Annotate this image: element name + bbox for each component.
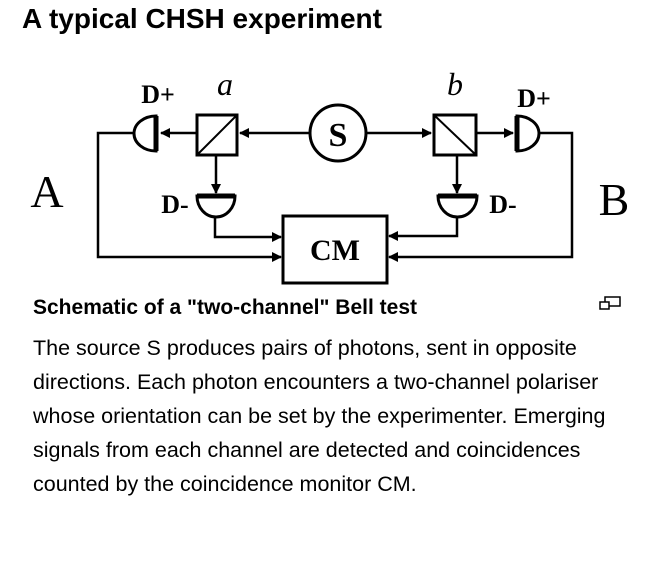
caption-heading: Schematic of a "two-channel" Bell test [33,296,417,319]
page-title: A typical CHSH experiment [22,3,382,34]
wire-a-plus [96,131,282,262]
polariser-a-label: a [217,66,233,102]
detector-b-minus [436,193,479,219]
wire-b-minus [388,217,459,241]
detector-a-plus-label: D+ [141,80,175,109]
detector-b-plus [514,114,541,153]
detector-b-plus-label: D+ [517,84,551,113]
polariser-b [432,113,478,157]
caption-text: The source S produces pairs of photons, … [33,336,606,496]
side-a-label: A [30,166,63,217]
detector-a-minus [195,193,237,219]
wire-b-plus [388,131,574,262]
chsh-schematic: S a b D+ D+ D- D- CM [30,66,630,285]
source-label: S [329,117,348,154]
polariser-b-label: b [447,66,463,102]
detector-a-minus-label: D- [161,190,188,219]
polariser-a [195,113,239,157]
enlarge-icon[interactable] [599,296,623,310]
side-b-label: B [599,174,630,225]
monitor-label: CM [310,234,360,267]
source: S [308,103,368,163]
detector-a-plus [132,114,159,153]
detector-b-minus-label: D- [489,190,516,219]
wire-a-minus [213,217,282,242]
coincidence-monitor: CM [281,214,389,285]
